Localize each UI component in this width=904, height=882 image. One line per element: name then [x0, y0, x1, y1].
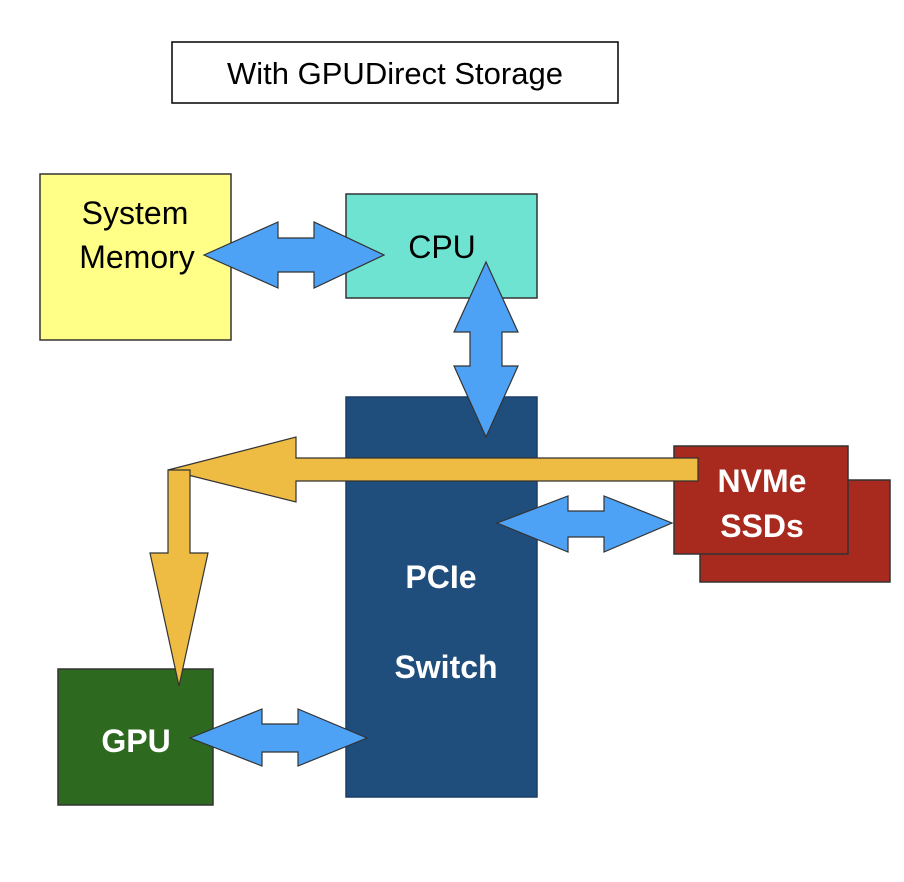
- gpu-node: GPU: [57, 668, 214, 806]
- pcie-switch-box: [345, 396, 538, 798]
- nvme-ssd-front-box: [673, 445, 849, 555]
- gpu-box: [57, 668, 214, 806]
- system-memory-label-line2: Memory: [79, 239, 195, 275]
- pcie-nvme-bidirectional-arrow: [495, 495, 674, 553]
- title-box: [171, 41, 619, 104]
- gpu-label: GPU: [101, 723, 170, 759]
- storage-to-gpu-vertical-arrow: [149, 469, 209, 687]
- pcie-switch-label-line1: PCIe: [405, 559, 476, 595]
- diagram-title: With GPUDirect Storage: [171, 41, 619, 104]
- cpu-label: CPU: [408, 229, 476, 265]
- title-text: With GPUDirect Storage: [227, 56, 563, 91]
- nvme-ssds-node: NVMe SSDs: [673, 445, 891, 583]
- nvme-ssds-label-line2: SSDs: [720, 508, 804, 544]
- cpu-node: CPU: [345, 193, 538, 299]
- system-memory-box: [39, 173, 232, 341]
- pcie-switch-label-line2: Switch: [394, 649, 497, 685]
- cpu-box: [345, 193, 538, 299]
- system-memory-node: System Memory: [39, 173, 232, 341]
- memory-cpu-bidirectional-arrow: [202, 221, 386, 289]
- direct-storage-path-arrow: [149, 436, 699, 687]
- storage-to-gpu-horizontal-arrow: [167, 436, 699, 503]
- gpu-pcie-bidirectional-arrow: [188, 708, 369, 767]
- nvme-ssds-label-line1: NVMe: [718, 463, 807, 499]
- pcie-switch-node: PCIe Switch: [345, 396, 538, 798]
- cpu-pcie-bidirectional-arrow: [453, 260, 519, 439]
- system-memory-label-line1: System: [82, 195, 189, 231]
